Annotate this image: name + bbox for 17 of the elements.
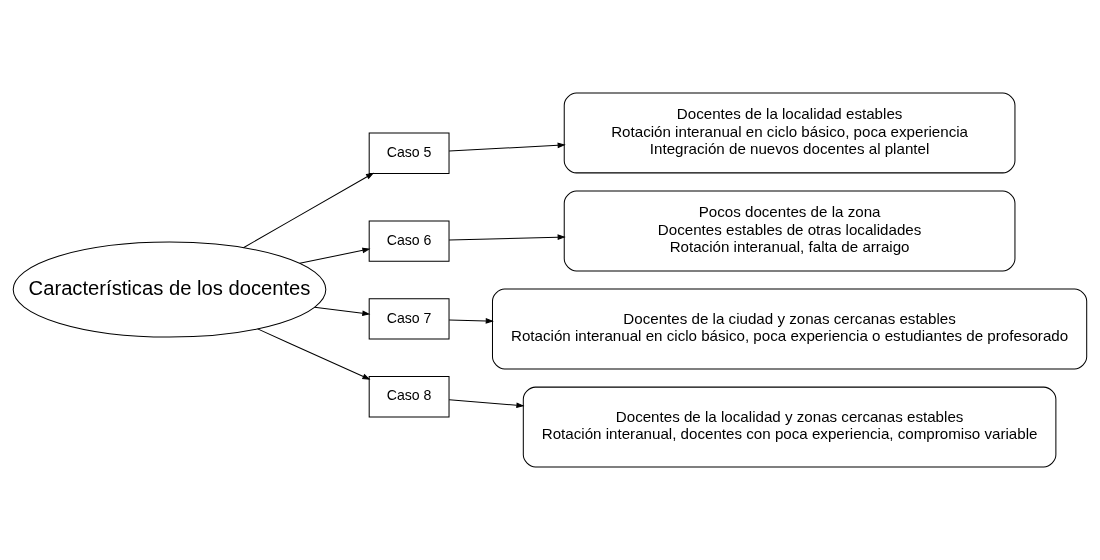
arrow bbox=[448, 142, 566, 152]
node-box: Caso 5 bbox=[368, 132, 450, 174]
node-box: Pocos docentes de la zona Docentes estables de otras localidades Rotación interanual, falta de arraigo bbox=[563, 190, 1016, 272]
node-box: Caso 8 bbox=[368, 376, 450, 418]
node-box: Caso 6 bbox=[368, 220, 450, 262]
arrow bbox=[242, 172, 375, 249]
arrow bbox=[314, 306, 371, 317]
arrow bbox=[299, 247, 371, 264]
arrow bbox=[448, 399, 525, 409]
node-box: Docentes de la localidad y zonas cercanas estables Rotación interanual, docentes con poca experiencia, compromiso variable bbox=[522, 386, 1057, 468]
arrow bbox=[448, 234, 566, 241]
node-box: Docentes de la ciudad y zonas cercanas estables Rotación interanual en ciclo básico, poca experiencia o estudiantes de profesorado bbox=[491, 288, 1088, 370]
node-box: Docentes de la localidad estables Rotación interanual en ciclo básico, poca experiencia Integración de nuevos docentes al plantel bbox=[563, 92, 1016, 174]
node-ellipse: Características de los docentes bbox=[12, 241, 327, 338]
node-box: Caso 7 bbox=[368, 298, 450, 340]
arrow bbox=[257, 328, 371, 380]
arrow bbox=[448, 318, 494, 324]
